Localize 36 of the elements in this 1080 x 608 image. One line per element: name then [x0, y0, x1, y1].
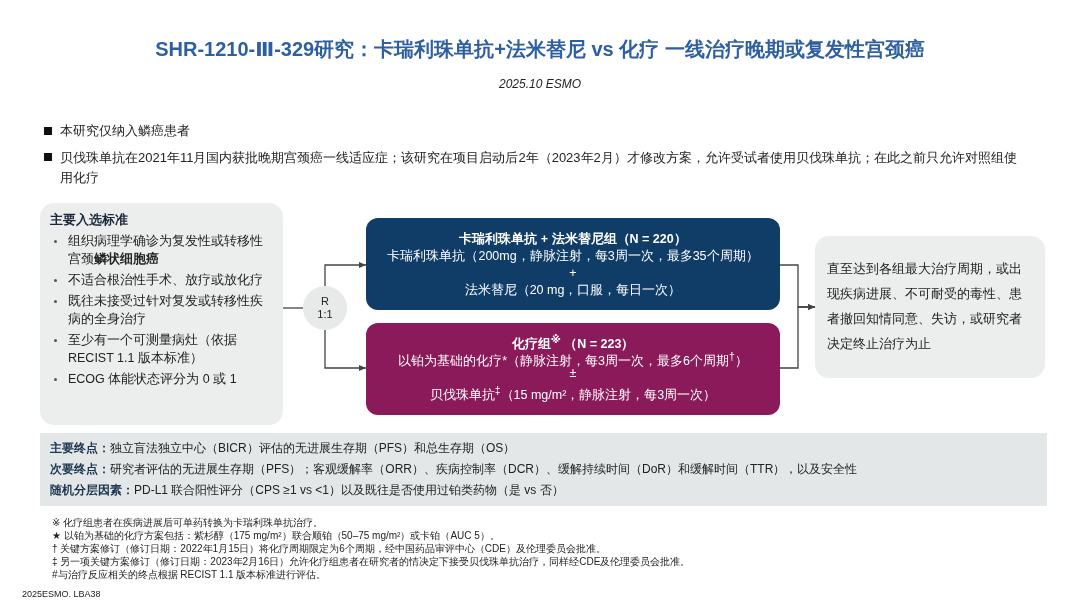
footnote: ※ 化疗组患者在疾病进展后可单药转换为卡瑞利珠单抗治疗。 [52, 516, 325, 530]
criteria-item: 至少有一个可测量病灶（依据 RECIST 1.1 版本标准） [68, 333, 237, 365]
bullet-text: 本研究仅纳入鳞癌患者 [60, 122, 191, 140]
footnote: ‡ 另一项关键方案修订（修订日期：2023年2月16日）允许化疗组患者在研究者的情决定下接受贝伐珠单抗治疗，同样经CDE及伦理委员会批准。 [52, 555, 692, 569]
criteria-item: ECOG 体能状态评分为 0 或 1 [68, 372, 237, 386]
endpoint-box [815, 236, 1045, 378]
arrow [324, 329, 367, 371]
title: SHR-1210-Ⅲ-329研究：卡瑞利珠单抗+法米替尼 vs 化疗 一线治疗晚期或复发性宫颈癌 [154, 37, 926, 62]
endpoints-band [40, 433, 1047, 506]
source-note: 2025ESMO. LBA38 [22, 589, 102, 599]
arrow [779, 304, 816, 369]
regimen-text: 法米替尼（20 mg，口服，每日一次） [463, 282, 683, 299]
regimen-text: 卡瑞利珠单抗（200mg，静脉注射，每3周一次，最多35个周期） [386, 248, 760, 265]
treatment-arm-box [366, 218, 780, 310]
footnote: ★ 以铂为基础的化疗方案包括：紫杉醇（175 mg/m²）联合顺铂（50–75 mg/m²）或卡铂（AUC 5）。 [52, 529, 501, 543]
criteria-item: 既往未接受过针对复发或转移性疾病的全身治疗 [68, 294, 263, 326]
treatment-arm-box [366, 323, 780, 415]
endpoint-text: 主要终点：独立盲法独立中心（BICR）评估的无进展生存期（PFS）和总生存期（OS） [50, 440, 517, 457]
plus-sign: + [568, 265, 578, 282]
plus-sign: ± [569, 366, 578, 382]
ratio-text: R 1:1 [316, 295, 334, 321]
arrow [324, 262, 367, 287]
stop-criteria-text: 直至达到各组最大治疗周期，或出现疾病进展、不可耐受的毒性、患者撤回知情同意、失访，或研究者决定终止治疗为止 [827, 261, 1023, 353]
arm-heading: 卡瑞利珠单抗 + 法米替尼组（N = 220） [458, 231, 688, 248]
criteria-box [40, 203, 283, 425]
endpoint-text: 次要终点：研究者评估的无进展生存期（PFS）；客观缓解率（ORR）、疾病控制率（DCR）、缓解持续时间（DoR）和缓解时间（TTR），以及安全性 [50, 461, 859, 478]
endpoint-text: 随机分层因素：PD-L1 联合阳性评分（CPS ≥1 vs <1）以及既往是否使用过铂类药物（是 vs 否） [50, 482, 565, 499]
subtitle: 2025.10 ESMO [497, 77, 583, 91]
criteria-item: 组织病理学确诊为复发性或转移性宫颈鳞状细胞癌 [68, 234, 263, 266]
randomization-circle [303, 286, 347, 330]
bullet-text: 贝伐珠单抗在2021年11月国内获批晚期宫颈癌一线适应症；该研究在项目启动后2年（2023年2月）才修改方案，允许受试者使用贝伐珠单抗；在此之前只允许对照组使用化疗 [60, 149, 1018, 187]
criteria-heading: 主要入选标准 [50, 211, 129, 229]
footnote: † 关键方案修订（修订日期：2022年1月15日）将化疗周期限定为6个周期，经中国药品审评中心（CDE）及伦理委员会批准。 [52, 542, 607, 556]
criteria-item: 不适合根治性手术、放疗或放化疗 [68, 273, 263, 287]
connector-line [282, 307, 304, 309]
footnote: #与治疗反应相关的终点根据 RECIST 1.1 版本标准进行评估。 [52, 568, 328, 582]
